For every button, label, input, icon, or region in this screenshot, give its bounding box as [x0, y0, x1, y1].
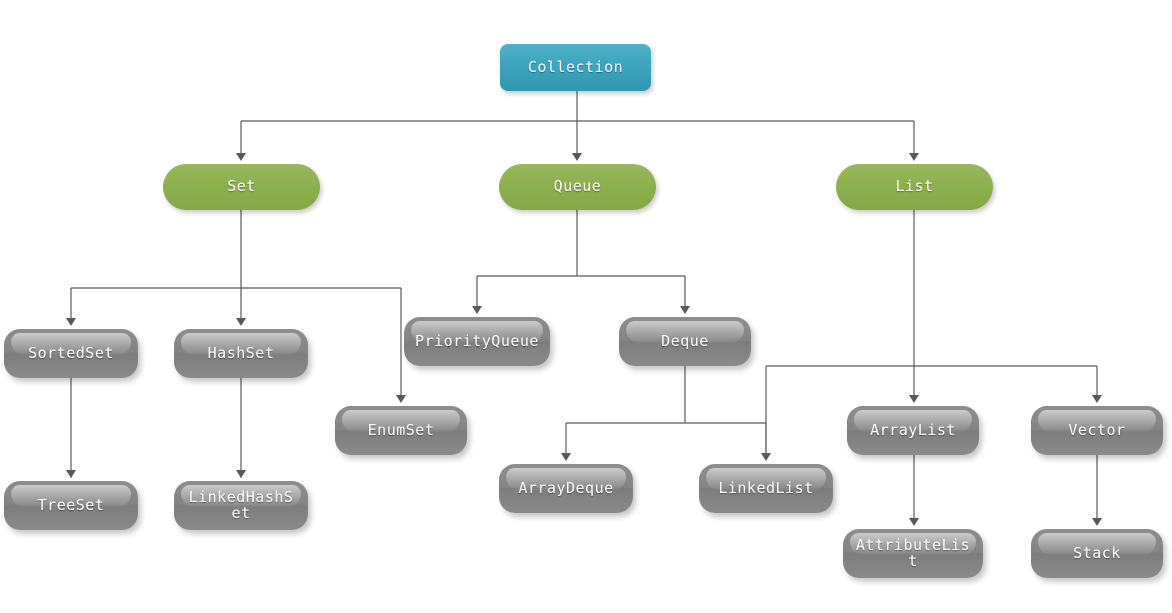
arrowhead-treeset	[66, 470, 76, 478]
node-treeset[interactable]: TreeSet	[4, 481, 138, 530]
node-linkedhashset[interactable]: LinkedHashSet	[174, 481, 308, 530]
edge-queue-to-priorityqueue	[476, 210, 685, 311]
node-enumset[interactable]: EnumSet	[335, 406, 467, 455]
node-label-priorityqueue: PriorityQueue	[415, 331, 539, 350]
edge-deque-to-arraydeque	[565, 366, 766, 458]
node-attributelist[interactable]: AttributeList	[843, 529, 983, 578]
node-sortedset[interactable]: SortedSet	[4, 329, 138, 378]
node-label-collection: Collection	[527, 57, 624, 76]
arrowhead-hashset	[236, 318, 246, 326]
node-label-deque: Deque	[661, 331, 709, 350]
node-label-arraylist: ArrayList	[870, 420, 956, 439]
node-label-hashset: HashSet	[207, 343, 275, 362]
arrowhead-set	[236, 153, 246, 161]
arrowhead-queue	[572, 153, 582, 161]
node-hashset[interactable]: HashSet	[174, 329, 308, 378]
node-label-queue: Queue	[553, 177, 602, 196]
arrowhead-linkedlist	[761, 453, 771, 461]
node-vector[interactable]: Vector	[1031, 406, 1163, 455]
node-linkedlist[interactable]: LinkedList	[699, 464, 833, 513]
node-label-attributelist: AttributeList	[855, 535, 971, 570]
node-collection[interactable]: Collection	[500, 44, 651, 91]
node-label-set: Set	[227, 177, 256, 196]
arrowhead-enumset	[396, 395, 406, 403]
arrowhead-vector	[1092, 395, 1102, 403]
node-list[interactable]: List	[836, 164, 993, 210]
node-label-treeset: TreeSet	[37, 495, 105, 514]
node-set[interactable]: Set	[163, 164, 320, 210]
arrowhead-arraylist	[909, 395, 919, 403]
edge-set-to-sortedset	[70, 210, 401, 323]
node-label-linkedlist: LinkedList	[718, 478, 814, 497]
arrowhead-list	[909, 153, 919, 161]
node-label-enumset: EnumSet	[367, 420, 435, 439]
node-deque[interactable]: Deque	[619, 317, 751, 366]
node-label-arraydeque: ArrayDeque	[518, 478, 614, 497]
arrowhead-linkedhashset	[236, 470, 246, 478]
node-stack[interactable]: Stack	[1031, 529, 1163, 578]
node-label-stack: Stack	[1073, 543, 1121, 562]
node-label-sortedset: SortedSet	[28, 343, 114, 362]
node-priorityqueue[interactable]: PriorityQueue	[404, 317, 550, 366]
arrowhead-stack	[1092, 518, 1102, 526]
arrowhead-priorityqueue	[472, 306, 482, 314]
node-label-linkedhashset: LinkedHashSet	[188, 487, 294, 522]
arrowhead-deque	[680, 306, 690, 314]
node-arraydeque[interactable]: ArrayDeque	[499, 464, 633, 513]
edge-list-to-linkedlist	[765, 210, 1097, 458]
node-label-vector: Vector	[1068, 420, 1126, 439]
node-label-list: List	[895, 177, 934, 196]
node-arraylist[interactable]: ArrayList	[847, 406, 979, 455]
node-queue[interactable]: Queue	[499, 164, 656, 210]
arrowhead-arraydeque	[561, 453, 571, 461]
arrowhead-sortedset	[66, 318, 76, 326]
arrowhead-attributelist	[909, 518, 919, 526]
